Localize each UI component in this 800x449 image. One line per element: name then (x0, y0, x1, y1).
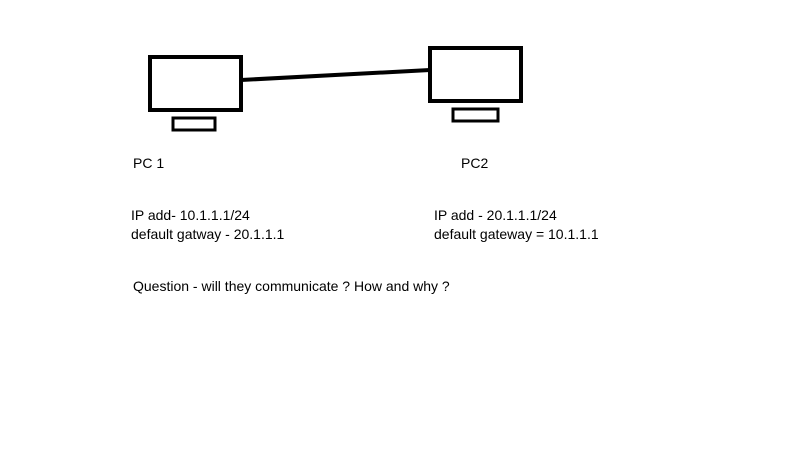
pc1-computer-icon (148, 55, 243, 132)
pc2-label: PC2 (461, 155, 489, 171)
pc1-default-gateway: default gatway - 20.1.1.1 (131, 226, 285, 242)
pc2-default-gateway: default gateway = 10.1.1.1 (434, 226, 599, 242)
pc2-base (451, 107, 500, 123)
network-link (240, 68, 431, 82)
question-text: Question - will they communicate ? How a… (133, 278, 450, 294)
pc1-label: PC 1 (133, 155, 165, 171)
pc2-monitor (428, 46, 523, 103)
pc1-ip-address: IP add- 10.1.1.1/24 (131, 207, 250, 223)
pc2-ip-address: IP add - 20.1.1.1/24 (434, 207, 557, 223)
pc1-monitor (148, 55, 243, 112)
pc2-computer-icon (428, 46, 523, 123)
pc1-base (171, 116, 217, 132)
